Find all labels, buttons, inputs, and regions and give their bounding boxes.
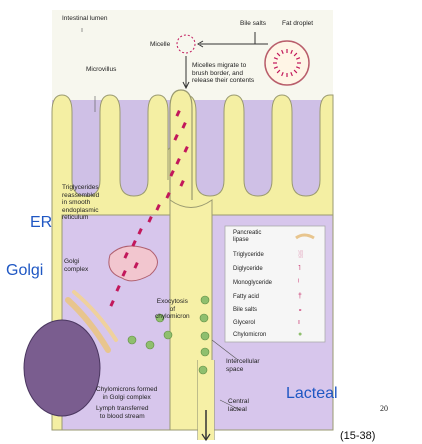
chylomicron-particle bbox=[199, 366, 207, 374]
fat-droplet-label: Fat droplet bbox=[282, 20, 313, 28]
micelle-label: Micelle bbox=[150, 41, 170, 49]
triglycerides-reassembled-label: Triglycerides reassembled in smooth endo… bbox=[62, 184, 99, 222]
golgi-complex-label: Golgi complex bbox=[64, 258, 88, 273]
monoglyceride-symbol: ˡ bbox=[298, 279, 299, 286]
key-label-2: Triglyceride bbox=[233, 252, 264, 259]
exocytosis-label: Exocytosis of chylomicron bbox=[155, 298, 190, 321]
bile-salt-symbol: ∘ bbox=[298, 306, 302, 314]
nucleus bbox=[24, 320, 100, 416]
lymph-transferred-label: Lymph transferred to blood stream bbox=[96, 405, 149, 420]
key-label-6: Bile salts bbox=[233, 307, 257, 314]
slide-number: 20 bbox=[380, 404, 388, 413]
key-label-8: Chylomicron bbox=[233, 332, 266, 339]
chylomicron-particle bbox=[200, 314, 208, 322]
key-label-7: Glycerol bbox=[233, 320, 255, 327]
glycerol-symbol: ı bbox=[298, 319, 300, 326]
chylomicron-particle bbox=[128, 336, 136, 344]
chylomicron-particle bbox=[201, 296, 209, 304]
triglyceride-symbol: ░ bbox=[298, 251, 303, 258]
chylomicron-particle bbox=[201, 332, 209, 340]
key-label-1: Pancreatic lipase bbox=[233, 230, 261, 244]
chylomicron-particle bbox=[164, 331, 172, 339]
intercellular-space-label: Intercellular space bbox=[226, 358, 260, 373]
key-label-4: Monoglyceride bbox=[233, 280, 272, 287]
chylomicrons-formed-label: Chylomicrons formed in Golgi complex bbox=[96, 386, 157, 401]
key-label-5: Fatty acid bbox=[233, 294, 259, 301]
figure-reference: (15-38) bbox=[340, 430, 375, 442]
lumen-label: Intestinal lumen bbox=[62, 15, 108, 23]
fat-droplet bbox=[265, 41, 309, 85]
key-label-3: Diglyceride bbox=[233, 266, 263, 273]
chylomicron-particle bbox=[201, 348, 209, 356]
central-lacteal-label: Central lacteal bbox=[228, 398, 249, 413]
fatty-acid-symbol: † bbox=[298, 293, 302, 300]
er-annotation: ER bbox=[30, 214, 52, 232]
chylomicron-particle bbox=[146, 341, 154, 349]
chylomicron-symbol: ● bbox=[298, 331, 302, 338]
micelles-migrate-label: Micelles migrate to brush border, and re… bbox=[192, 62, 254, 85]
bile-salts-label: Bile salts bbox=[240, 20, 266, 28]
lacteal-annotation: Lacteal bbox=[286, 385, 338, 403]
microvillus-label: Microvillus bbox=[86, 66, 116, 74]
diglyceride-symbol: ˥ bbox=[298, 265, 301, 272]
golgi-annotation: Golgi bbox=[6, 262, 43, 280]
